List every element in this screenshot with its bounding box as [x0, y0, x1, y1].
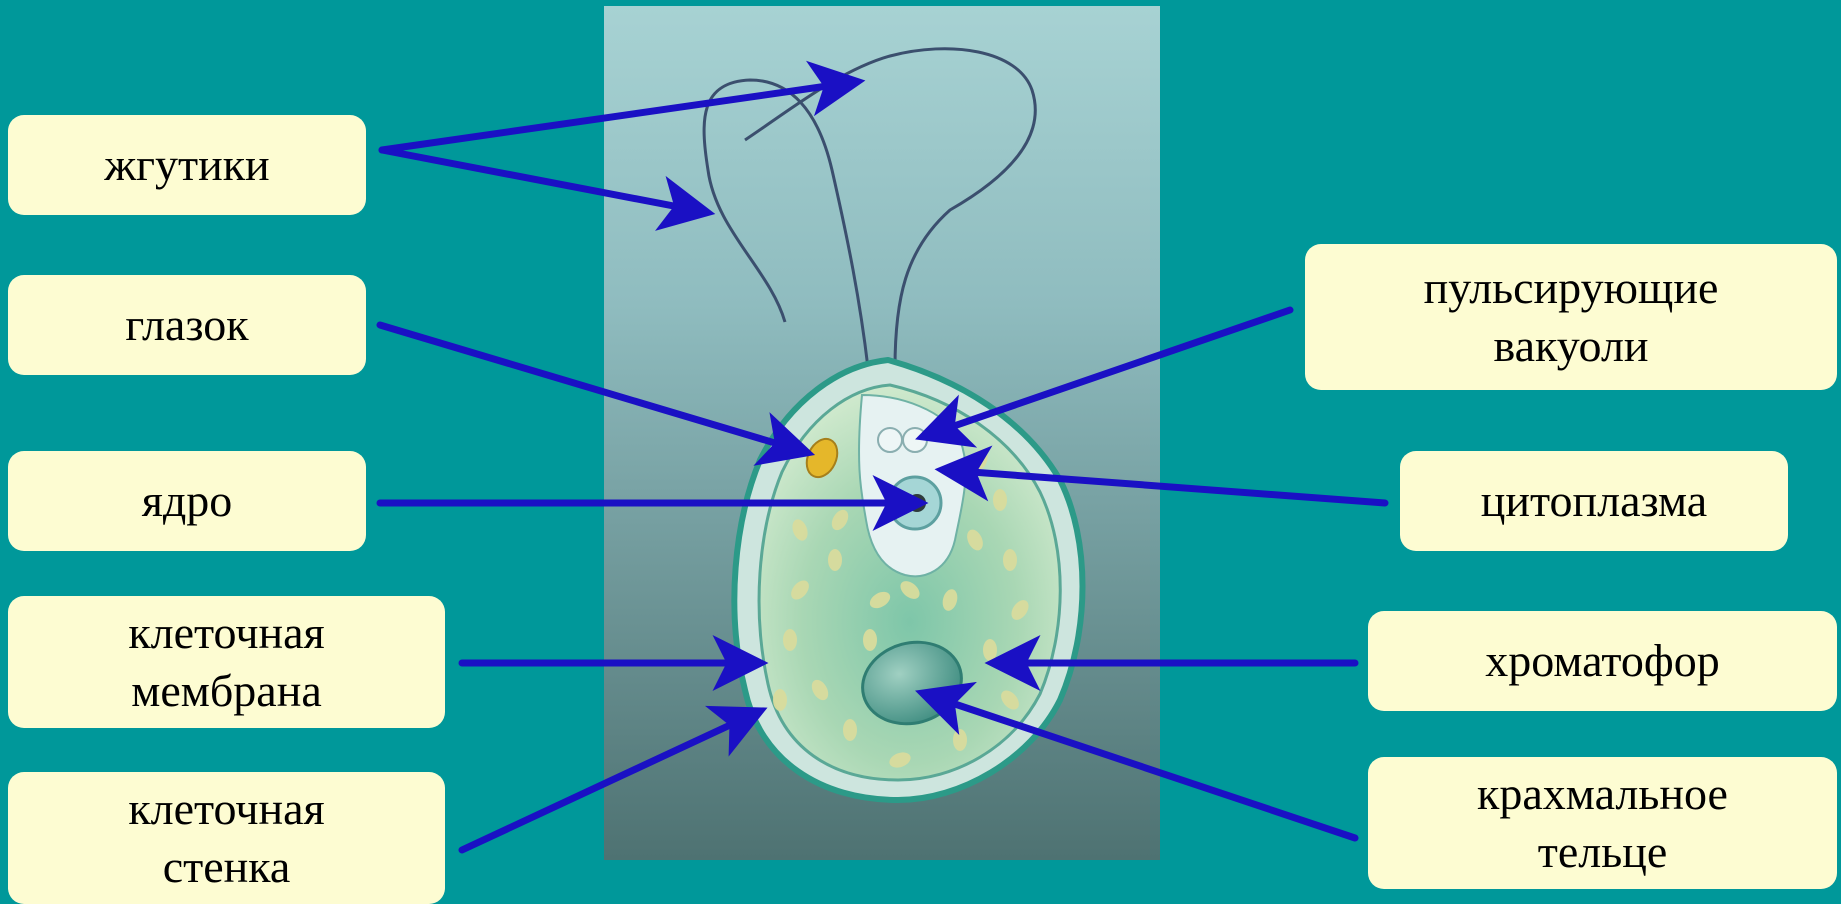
label-cell-wall: клеточная стенка [8, 772, 445, 904]
label-cell-wall-line-2: стенка [163, 838, 291, 896]
label-cell-membrane: клеточная мембрана [8, 596, 445, 728]
label-nucleus-line-1: ядро [142, 472, 233, 530]
label-eyespot-line-1: глазок [125, 296, 248, 354]
label-cell-wall-line-1: клеточная [128, 780, 324, 838]
label-flagella: жгутики [8, 115, 366, 215]
label-contractile-vacuoles-line-2: вакуоли [1493, 317, 1648, 375]
label-starch-body: крахмальное тельце [1368, 757, 1837, 889]
label-flagella-line-1: жгутики [104, 136, 269, 194]
label-nucleus: ядро [8, 451, 366, 551]
label-eyespot: глазок [8, 275, 366, 375]
vacuole-2 [903, 428, 927, 452]
label-chromatophore-line-1: хроматофор [1485, 632, 1719, 690]
label-cell-membrane-line-1: клеточная [128, 604, 324, 662]
label-cytoplasm: цитоплазма [1400, 451, 1788, 551]
label-starch-body-line-2: тельце [1538, 823, 1668, 881]
label-cytoplasm-line-1: цитоплазма [1481, 472, 1707, 530]
vacuole-1 [878, 428, 902, 452]
label-cell-membrane-line-2: мембрана [131, 662, 322, 720]
label-starch-body-line-1: крахмальное [1477, 765, 1728, 823]
label-chromatophore: хроматофор [1368, 611, 1837, 711]
label-contractile-vacuoles-line-1: пульсирующие [1424, 259, 1719, 317]
label-contractile-vacuoles: пульсирующие вакуоли [1305, 244, 1837, 390]
